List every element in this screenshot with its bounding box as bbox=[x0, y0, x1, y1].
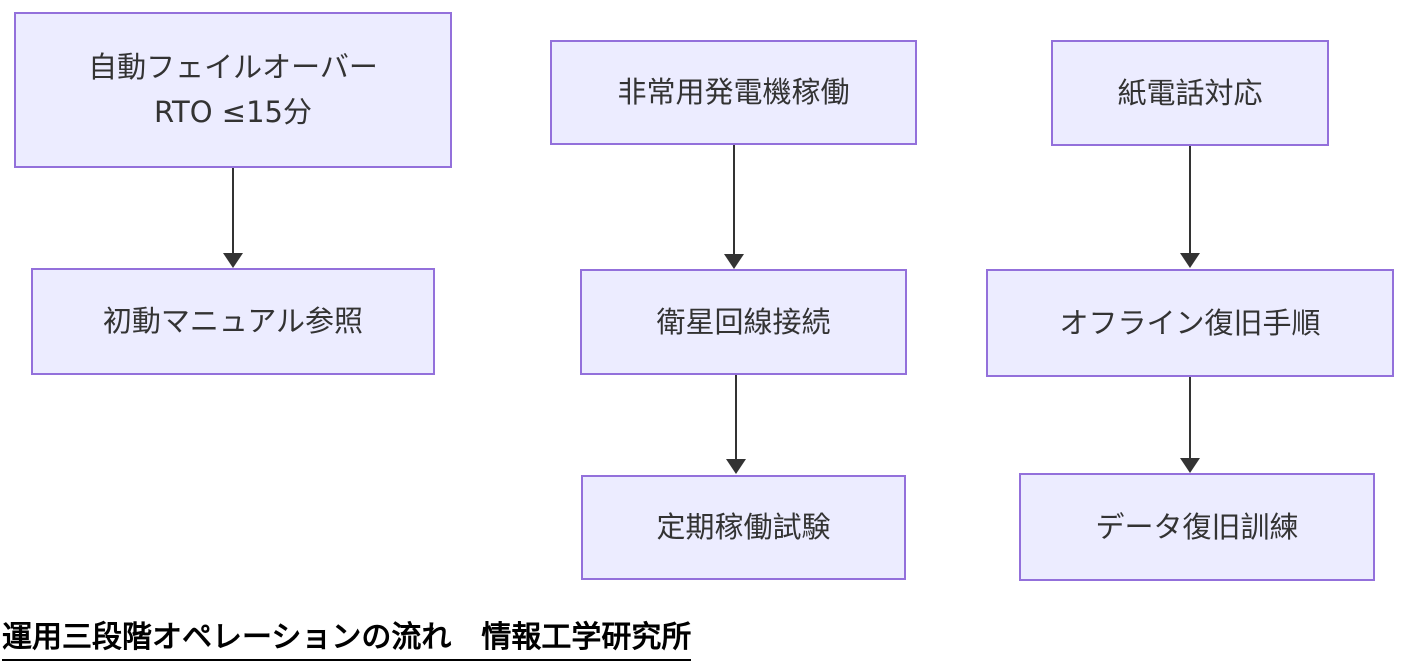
arrow-line bbox=[735, 375, 737, 459]
flow-arrow bbox=[724, 145, 744, 269]
arrow-line bbox=[1189, 146, 1191, 253]
arrow-head-icon bbox=[724, 254, 744, 269]
diagram-caption-text: 運用三段階オペレーションの流れ 情報工学研究所 bbox=[2, 612, 692, 661]
arrow-head-icon bbox=[726, 459, 746, 474]
flow-arrow bbox=[726, 375, 746, 474]
flow-node-label: データ復旧訓練 bbox=[1095, 509, 1299, 544]
flow-node-initial-manual: 初動マニュアル参照 bbox=[31, 268, 435, 375]
flow-node-label: 定期稼働試験 bbox=[656, 510, 831, 545]
arrow-head-icon bbox=[1180, 458, 1200, 473]
flow-node-label: 衛星回線接続 bbox=[656, 304, 831, 339]
flow-node-label: 非常用発電機稼働 bbox=[617, 75, 850, 110]
flow-arrow bbox=[223, 168, 243, 268]
arrow-line bbox=[232, 168, 234, 253]
flow-arrow bbox=[1180, 146, 1200, 268]
flow-node-data-recovery-drill: データ復旧訓練 bbox=[1019, 473, 1375, 581]
flow-node-label: 自動フェイルオーバー RTO ≤15分 bbox=[88, 50, 378, 129]
flow-node-paper-phone: 紙電話対応 bbox=[1051, 40, 1329, 146]
flow-arrow bbox=[1180, 377, 1200, 473]
arrow-head-icon bbox=[223, 253, 243, 268]
flow-node-auto-failover: 自動フェイルオーバー RTO ≤15分 bbox=[14, 12, 452, 168]
flow-node-label: 初動マニュアル参照 bbox=[102, 304, 364, 339]
arrow-line bbox=[1189, 377, 1191, 458]
flow-node-satellite-link: 衛星回線接続 bbox=[580, 269, 907, 375]
arrow-line bbox=[733, 145, 735, 254]
flow-node-offline-recovery: オフライン復旧手順 bbox=[986, 269, 1394, 377]
flow-node-periodic-test: 定期稼働試験 bbox=[581, 475, 906, 580]
flow-node-label: オフライン復旧手順 bbox=[1059, 305, 1321, 340]
arrow-head-icon bbox=[1180, 253, 1200, 268]
diagram-caption: 運用三段階オペレーションの流れ 情報工学研究所 bbox=[2, 612, 692, 661]
flow-node-label: 紙電話対応 bbox=[1117, 75, 1263, 110]
flow-node-emergency-generator: 非常用発電機稼働 bbox=[550, 40, 917, 145]
